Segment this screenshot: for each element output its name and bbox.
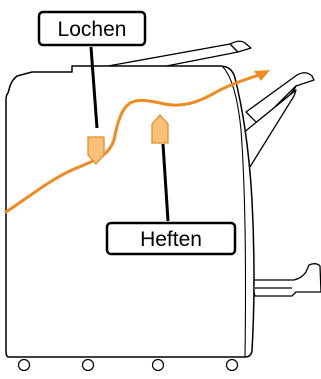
wheel (81, 358, 95, 372)
staple-label: Heften (140, 228, 202, 251)
caster-wheels (17, 358, 239, 372)
wheel (17, 358, 31, 372)
finisher-body (5, 65, 255, 358)
punch-position-marker-icon (87, 136, 105, 165)
lower-output-tray (250, 263, 321, 297)
staple-callout-box (105, 221, 237, 256)
paper-path-arrowhead (254, 70, 270, 81)
punch-callout-box (37, 10, 147, 47)
punch-callout: Lochen (37, 10, 147, 47)
wheel (151, 358, 165, 372)
staple-position-marker-icon (151, 114, 169, 144)
paper-path (4, 72, 264, 214)
punch-leader-line (89, 46, 99, 129)
punch-label: Lochen (58, 18, 127, 41)
staple-callout: Heften (105, 221, 237, 256)
wheel (225, 358, 239, 372)
staple-leader-line (161, 143, 170, 222)
top-tray (107, 40, 252, 71)
